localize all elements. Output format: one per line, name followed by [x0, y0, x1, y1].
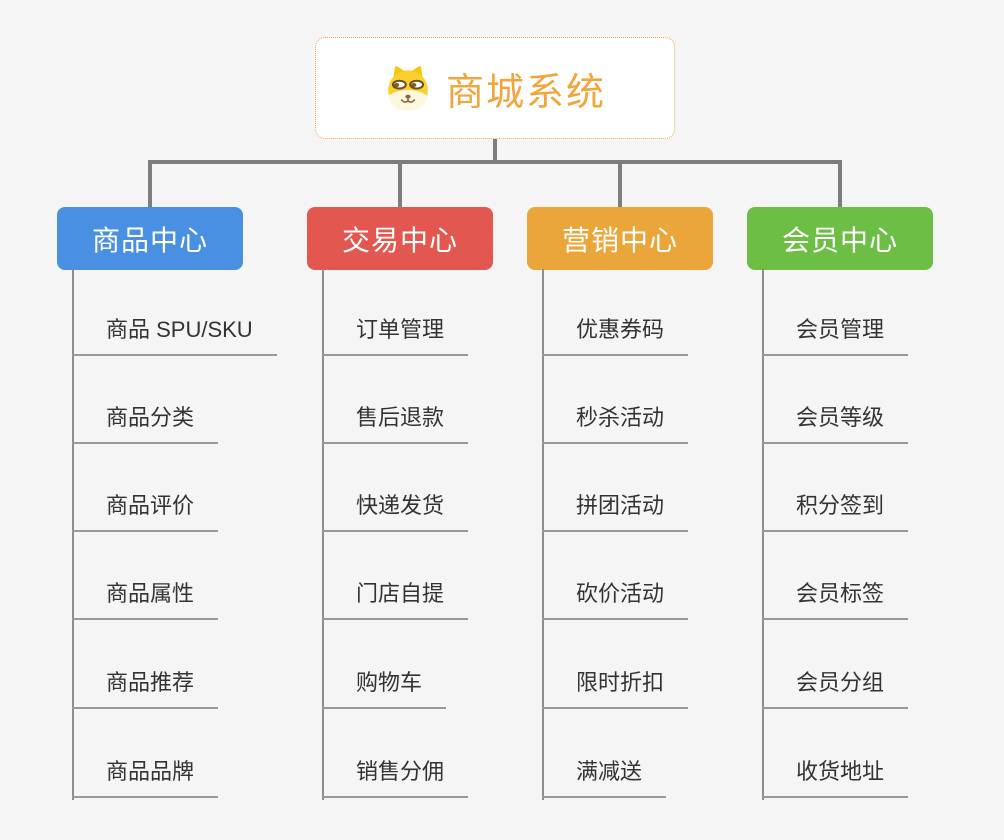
- leaf-label: 商品品牌: [106, 759, 195, 784]
- leaf-label: 会员分组: [796, 670, 885, 695]
- leaf-label: 门店自提: [356, 581, 445, 606]
- leaf-node[interactable]: 商品属性: [72, 579, 219, 620]
- dog-face-icon: [388, 66, 428, 111]
- leaf-label: 会员等级: [796, 405, 885, 430]
- leaf-node[interactable]: 商品品牌: [72, 757, 219, 798]
- leaf-node[interactable]: 满减送: [542, 757, 667, 798]
- leaf-label: 订单管理: [356, 317, 445, 342]
- leaf-label: 商品分类: [106, 405, 195, 430]
- leaf-label: 售后退款: [356, 405, 445, 430]
- leaf-label: 砍价活动: [576, 581, 665, 606]
- leaf-node[interactable]: 售后退款: [322, 403, 469, 444]
- connector-drop-3: [618, 160, 622, 207]
- leaf-node[interactable]: 拼团活动: [542, 491, 689, 532]
- connector-children-line-1: [72, 269, 74, 800]
- leaf-node[interactable]: 销售分佣: [322, 757, 469, 798]
- leaf-label: 收货地址: [796, 759, 885, 784]
- connector-drop-2: [398, 160, 402, 207]
- leaf-label: 满减送: [576, 759, 643, 784]
- branch-node-1[interactable]: 商品中心: [57, 207, 243, 270]
- leaf-node[interactable]: 商品分类: [72, 403, 219, 444]
- leaf-label: 限时折扣: [576, 670, 665, 695]
- branch-label: 会员中心: [781, 224, 898, 256]
- leaf-node[interactable]: 会员标签: [762, 579, 909, 620]
- leaf-node[interactable]: 收货地址: [762, 757, 909, 798]
- leaf-node[interactable]: 会员分组: [762, 668, 909, 709]
- connector-children-line-3: [542, 269, 544, 800]
- leaf-label: 拼团活动: [576, 493, 665, 518]
- leaf-node[interactable]: 门店自提: [322, 579, 469, 620]
- leaf-node[interactable]: 会员管理: [762, 315, 909, 356]
- leaf-node[interactable]: 商品评价: [72, 491, 219, 532]
- leaf-node[interactable]: 砍价活动: [542, 579, 689, 620]
- leaf-node[interactable]: 积分签到: [762, 491, 909, 532]
- leaf-node[interactable]: 订单管理: [322, 315, 469, 356]
- connector-drop-1: [148, 160, 152, 207]
- connector-root-drop: [493, 139, 497, 162]
- leaf-node[interactable]: 限时折扣: [542, 668, 689, 709]
- leaf-node[interactable]: 商品推荐: [72, 668, 219, 709]
- branch-label: 商品中心: [91, 224, 208, 256]
- connector-drop-4: [838, 160, 842, 207]
- leaf-node[interactable]: 快递发货: [322, 491, 469, 532]
- connector-bus: [148, 160, 842, 164]
- leaf-node[interactable]: 秒杀活动: [542, 403, 689, 444]
- leaf-label: 秒杀活动: [576, 405, 665, 430]
- leaf-node[interactable]: 会员等级: [762, 403, 909, 444]
- leaf-label: 积分签到: [796, 493, 885, 518]
- leaf-label: 商品属性: [106, 581, 195, 606]
- leaf-label: 商品 SPU/SKU: [106, 317, 253, 342]
- leaf-node[interactable]: 购物车: [322, 668, 447, 709]
- connector-children-line-4: [762, 269, 764, 800]
- branch-node-4[interactable]: 会员中心: [747, 207, 933, 270]
- leaf-label: 优惠券码: [576, 317, 665, 342]
- leaf-label: 会员管理: [796, 317, 885, 342]
- leaf-node[interactable]: 优惠券码: [542, 315, 689, 356]
- leaf-label: 快递发货: [356, 493, 445, 518]
- root-node[interactable]: 商城系统: [315, 37, 675, 139]
- leaf-label: 商品评价: [106, 493, 195, 518]
- leaf-label: 商品推荐: [106, 670, 195, 695]
- leaf-label: 销售分佣: [356, 759, 445, 784]
- leaf-label: 购物车: [356, 670, 423, 695]
- branch-label: 交易中心: [341, 224, 458, 256]
- connector-children-line-2: [322, 269, 324, 800]
- branch-label: 营销中心: [561, 224, 678, 256]
- root-title: 商城系统: [445, 71, 606, 114]
- branch-node-3[interactable]: 营销中心: [527, 207, 713, 270]
- branch-node-2[interactable]: 交易中心: [307, 207, 493, 270]
- leaf-label: 会员标签: [796, 581, 885, 606]
- leaf-node[interactable]: 商品 SPU/SKU: [72, 315, 277, 356]
